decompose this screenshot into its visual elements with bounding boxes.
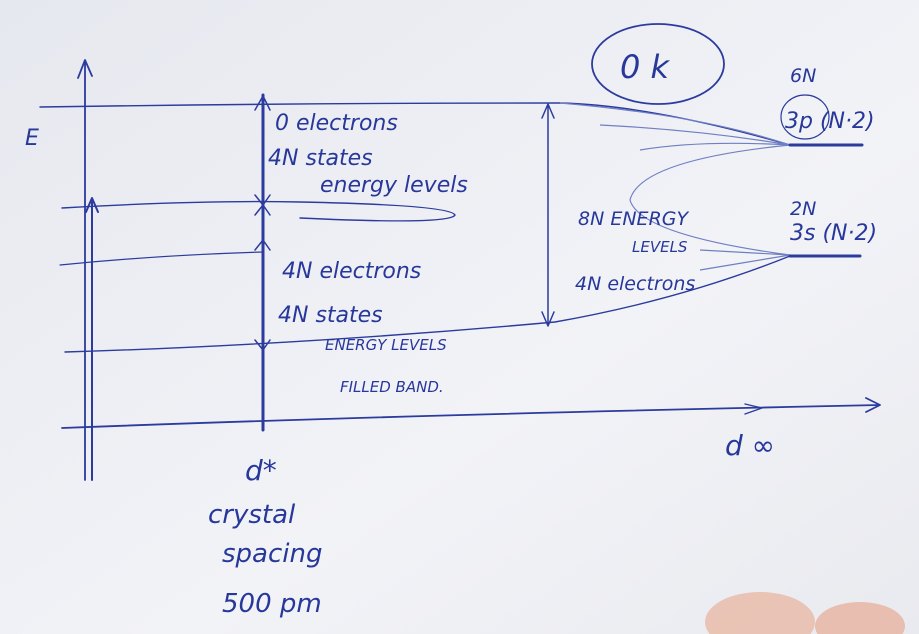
upper-band-electrons: 0 electrons <box>275 111 398 136</box>
d-infinity-label: d ∞ <box>725 429 775 462</box>
middle-levels-line1: 8N ENERGY <box>578 208 689 230</box>
gap-arrow <box>541 103 555 327</box>
lower-band-fan <box>629 144 791 271</box>
middle-levels-line2: LEVELS <box>632 238 688 256</box>
band-arrows <box>254 95 271 351</box>
3p-label: 3p (N·2) <box>785 109 875 134</box>
3s-label: 3s (N·2) <box>790 221 877 246</box>
3s-count: 2N <box>790 198 816 220</box>
finger <box>705 592 815 634</box>
upper-band-bottom <box>61 200 456 222</box>
d-star-label: d* <box>245 454 277 487</box>
3p-count: 6N <box>790 65 816 87</box>
middle-electrons: 4N electrons <box>575 273 695 295</box>
lower-band-levels: ENERGY LEVELS <box>325 336 447 354</box>
energy-axis <box>77 59 99 481</box>
spacing-line2: spacing <box>222 539 322 569</box>
lower-band-states: 4N states <box>278 303 383 328</box>
lower-band-electrons: 4N electrons <box>282 259 421 284</box>
temperature-circle <box>591 23 725 105</box>
spacing-line3: 500 pm <box>222 589 322 619</box>
upper-band-levels: energy levels <box>320 173 468 198</box>
upper-band-fan <box>559 102 791 151</box>
3p-circle <box>780 94 830 140</box>
spacing-line1: crystal <box>208 500 296 530</box>
finger <box>815 602 905 634</box>
upper-band-states: 4N states <box>268 146 373 171</box>
filled-band-label: FILLED BAND. <box>340 378 444 396</box>
lower-band-top <box>59 251 264 266</box>
distance-axis <box>61 397 881 429</box>
lower-band-bottom <box>64 255 791 353</box>
temperature-label: 0 k <box>620 48 671 86</box>
energy-axis-label: E <box>25 126 39 151</box>
